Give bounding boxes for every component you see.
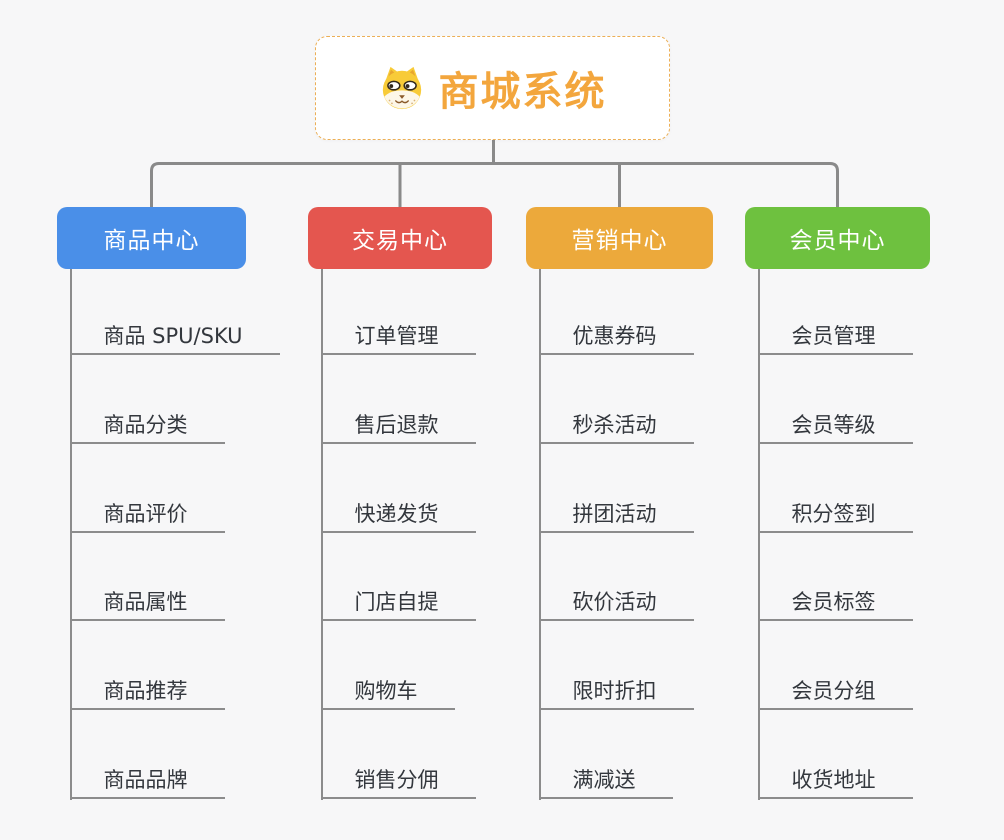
leaf-node[interactable]: 拼团活动 xyxy=(538,503,694,533)
branch-label: 营销中心 xyxy=(571,228,668,254)
leaf-node[interactable]: 商品分类 xyxy=(69,414,225,444)
branch-connector-line xyxy=(539,269,541,800)
leaf-node[interactable]: 商品 SPU/SKU xyxy=(69,325,280,355)
leaf-node[interactable]: 订单管理 xyxy=(320,325,476,355)
leaf-node[interactable]: 砍价活动 xyxy=(538,591,694,621)
leaf-node[interactable]: 购物车 xyxy=(320,680,455,710)
leaf-node[interactable]: 积分签到 xyxy=(757,503,913,533)
branch-node[interactable]: 交易中心 xyxy=(308,207,492,269)
branch-connector-line xyxy=(321,269,323,800)
branch-label: 交易中心 xyxy=(352,228,448,254)
leaf-node[interactable]: 会员分组 xyxy=(757,680,913,710)
leaf-node[interactable]: 限时折扣 xyxy=(538,680,694,710)
branch-label: 商品中心 xyxy=(103,228,200,254)
leaf-node[interactable]: 售后退款 xyxy=(320,414,476,444)
branch-connector-line xyxy=(70,269,72,800)
branch-node[interactable]: 营销中心 xyxy=(526,207,713,269)
leaf-node[interactable]: 会员等级 xyxy=(757,414,913,444)
leaf-node[interactable]: 商品评价 xyxy=(69,503,225,533)
leaf-node[interactable]: 满减送 xyxy=(538,769,673,799)
branch-connector-line xyxy=(758,269,760,800)
leaf-node[interactable]: 会员管理 xyxy=(757,325,913,355)
branch-node[interactable]: 商品中心 xyxy=(57,207,246,269)
root-node[interactable]: 商城系统 xyxy=(315,36,670,140)
leaf-node[interactable]: 会员标签 xyxy=(757,591,913,621)
branch-node[interactable]: 会员中心 xyxy=(745,207,930,269)
leaf-node[interactable]: 商品属性 xyxy=(69,591,225,621)
leaf-node[interactable]: 销售分佣 xyxy=(320,769,476,799)
leaf-node[interactable]: 商品推荐 xyxy=(69,680,225,710)
leaf-node[interactable]: 门店自提 xyxy=(320,591,476,621)
leaf-node[interactable]: 优惠券码 xyxy=(538,325,694,355)
leaf-node[interactable]: 收货地址 xyxy=(757,769,913,799)
branch-label: 会员中心 xyxy=(789,228,886,254)
leaf-node[interactable]: 秒杀活动 xyxy=(538,414,694,444)
leaf-node[interactable]: 商品品牌 xyxy=(69,769,225,799)
shiba-dog-icon xyxy=(382,66,421,110)
leaf-node[interactable]: 快递发货 xyxy=(320,503,476,533)
root-title: 商城系统 xyxy=(438,69,607,115)
